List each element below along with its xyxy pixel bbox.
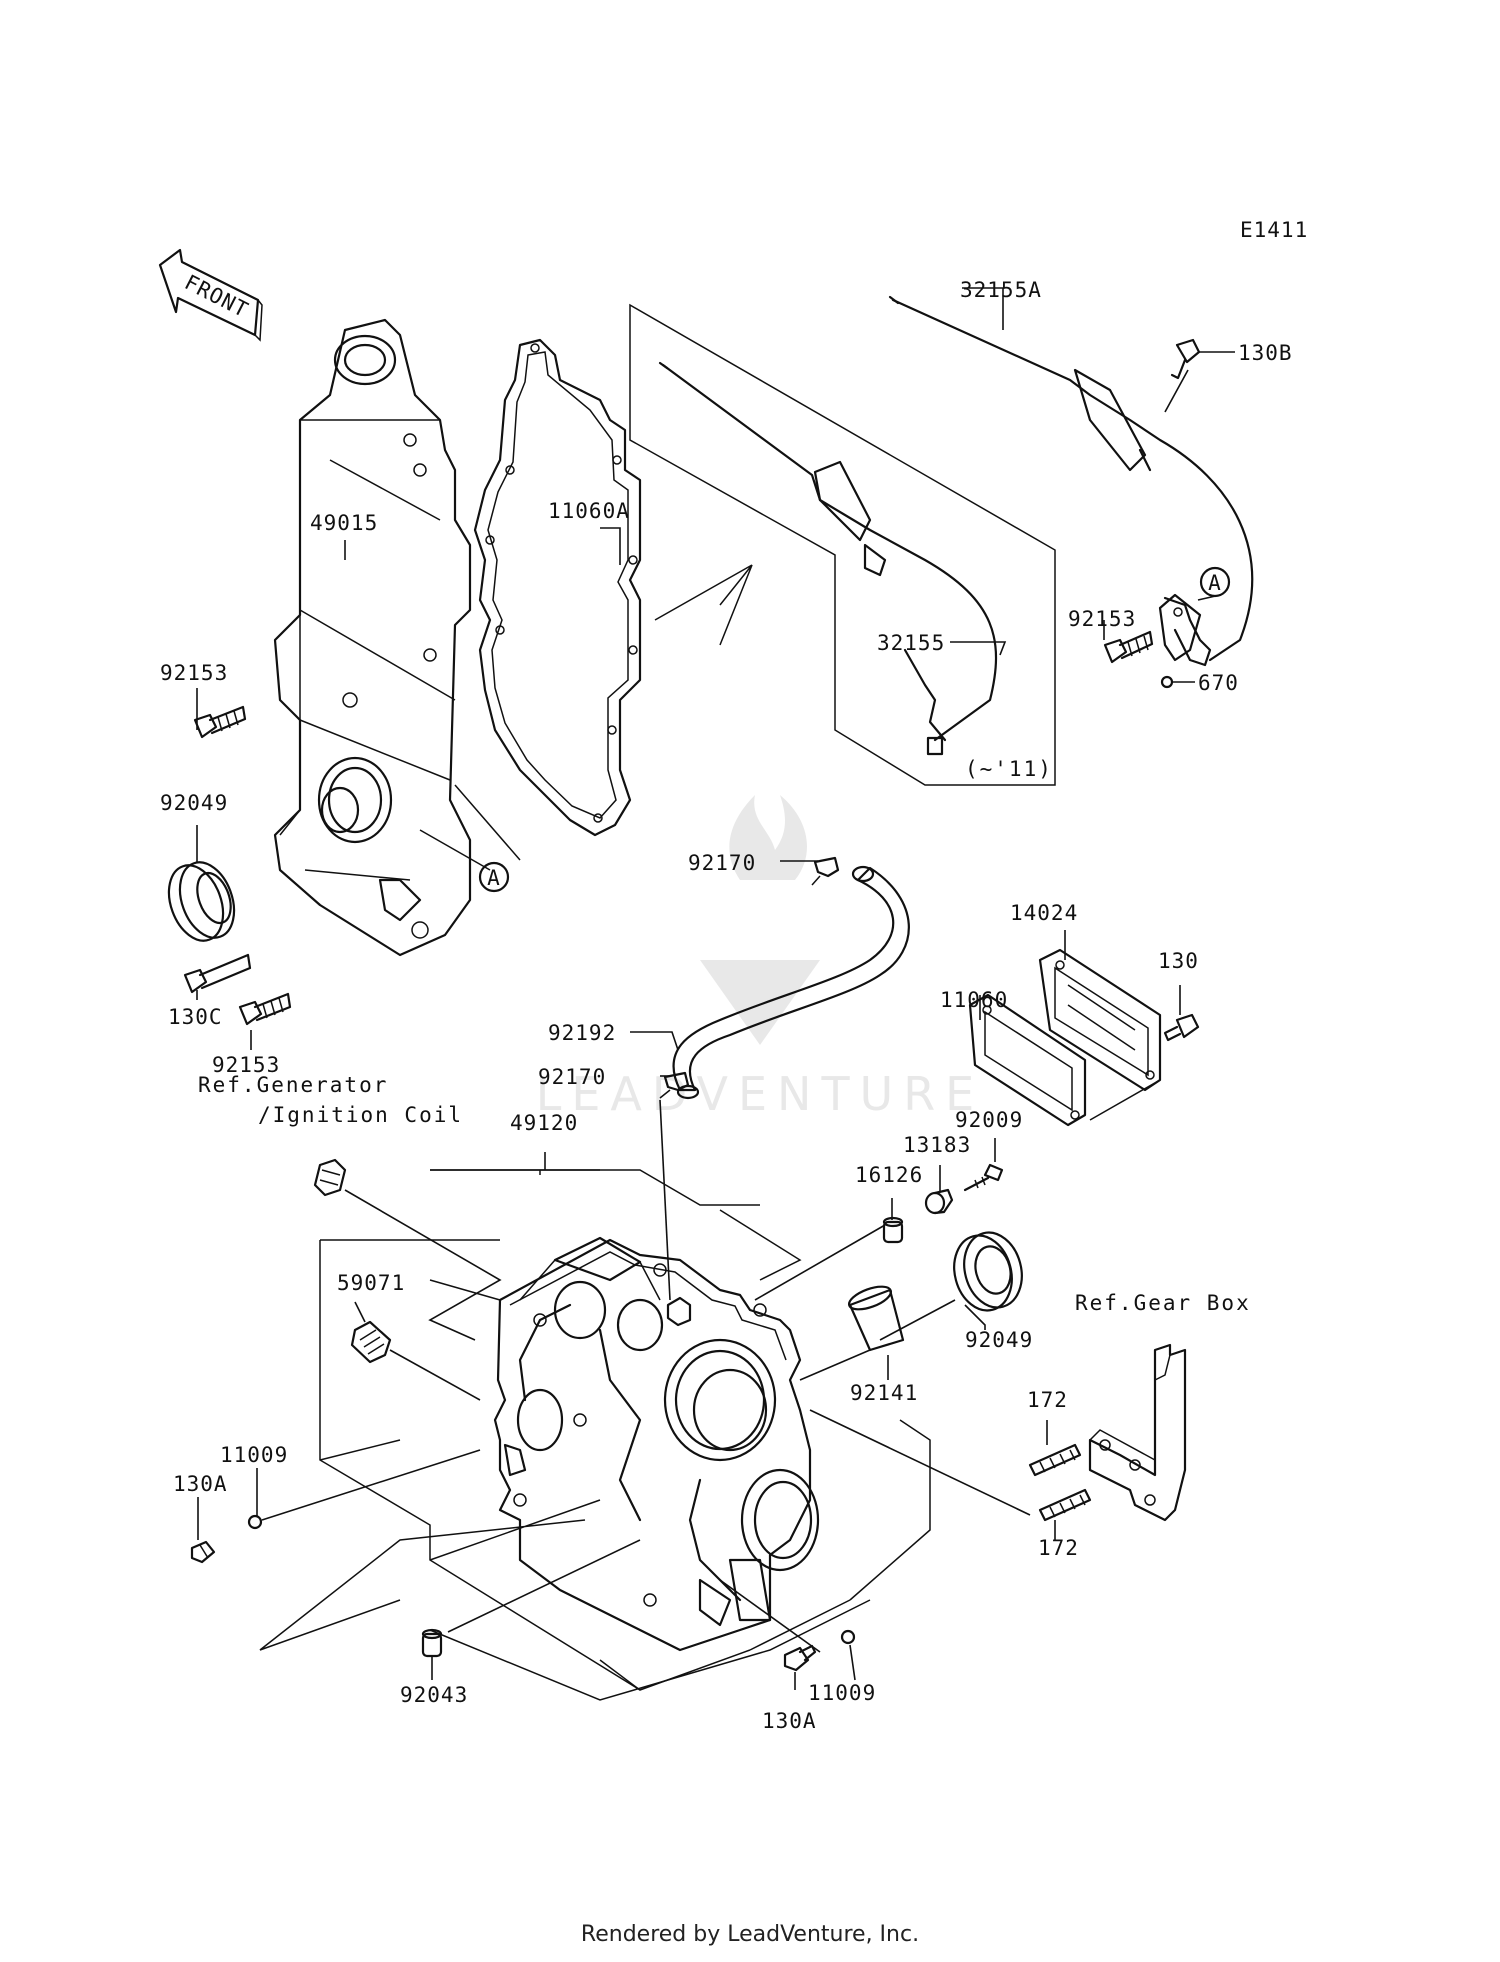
gasket-11060 <box>968 993 1087 1127</box>
part-11009-left[interactable]: 11009 <box>220 1443 288 1467</box>
clip-92170-top-icon <box>811 856 840 886</box>
bolt-92153-left-icon <box>193 705 247 739</box>
part-92141[interactable]: 92141 <box>850 1381 918 1405</box>
oil-seal-92049-right-icon <box>953 1231 1023 1312</box>
cover-49015 <box>273 318 472 957</box>
part-172-bottom[interactable]: 172 <box>1038 1536 1079 1560</box>
part-130B[interactable]: 130B <box>1238 341 1293 365</box>
part-14024[interactable]: 14024 <box>1010 901 1078 925</box>
front-label: FRONT <box>181 270 253 322</box>
svg-text:A: A <box>487 866 501 890</box>
cover-plate-14024 <box>1038 948 1162 1092</box>
washer-11009-left-icon <box>247 1514 263 1530</box>
footer-credit: Rendered by LeadVenture, Inc. <box>580 1922 920 1947</box>
o-ring-670-icon <box>1160 675 1174 689</box>
plug-59071-icon <box>350 1320 392 1364</box>
dipstick-32155A <box>888 295 1254 667</box>
ref-generator-line2[interactable]: /Ignition Coil <box>258 1103 463 1127</box>
pin-13183-icon <box>924 1188 954 1215</box>
stud-172-bottom-icon <box>1038 1488 1092 1522</box>
leader-lines <box>196 287 1235 1690</box>
callout-a-top: A <box>1199 566 1231 598</box>
watermark-text: LEADVENTURE <box>536 1067 985 1121</box>
part-49015[interactable]: 49015 <box>310 511 378 535</box>
part-92009[interactable]: 92009 <box>955 1108 1023 1132</box>
sensor-ref-generator-icon <box>313 1158 347 1197</box>
svg-text:A: A <box>1208 571 1222 595</box>
part-59071[interactable]: 59071 <box>337 1271 405 1295</box>
ref-generator-line1[interactable]: Ref.Generator <box>198 1073 388 1097</box>
screw-92009-icon <box>963 1163 1004 1192</box>
bolt-130-icon <box>1163 1013 1200 1042</box>
ref-gear-box[interactable]: Ref.Gear Box <box>1075 1291 1251 1315</box>
clip-92170-mid-icon <box>659 1071 690 1099</box>
year-note: (~'11) <box>965 757 1053 781</box>
part-49120[interactable]: 49120 <box>510 1111 578 1135</box>
diagram-code: E1411 <box>1240 218 1308 242</box>
part-11009-bottom[interactable]: 11009 <box>808 1681 876 1705</box>
part-32155A[interactable]: 32155A <box>960 278 1042 302</box>
cover-49015-edge <box>279 420 301 836</box>
part-130A-left[interactable]: 130A <box>173 1472 228 1496</box>
bolt-130B-icon <box>1170 338 1201 380</box>
bushing-92141-icon <box>847 1285 905 1352</box>
dowel-16126-icon <box>882 1216 904 1244</box>
part-670[interactable]: 670 <box>1198 671 1239 695</box>
part-92192[interactable]: 92192 <box>548 1021 616 1045</box>
part-92043[interactable]: 92043 <box>400 1683 468 1707</box>
bolt-92153-bottom-icon <box>238 992 292 1026</box>
bolt-130A-bottom-icon <box>783 1644 817 1672</box>
callout-a-left: A <box>478 861 510 893</box>
part-16126[interactable]: 16126 <box>855 1163 923 1187</box>
part-92153-left[interactable]: 92153 <box>160 661 228 685</box>
part-13183[interactable]: 13183 <box>903 1133 971 1157</box>
crankcase-49120-box <box>429 1169 600 1301</box>
part-92170-mid[interactable]: 92170 <box>538 1065 606 1089</box>
pin-92043-icon <box>421 1628 443 1658</box>
part-130C[interactable]: 130C <box>168 1005 223 1029</box>
crankcase-49120 <box>319 1169 931 1691</box>
gasket-11060A <box>473 338 642 837</box>
front-arrow-icon: FRONT <box>158 248 263 342</box>
bolt-130A-left-icon <box>190 1540 216 1564</box>
dipstick-32155-group <box>629 303 1056 786</box>
stud-172-top-icon <box>1028 1443 1082 1477</box>
part-11060A[interactable]: 11060A <box>548 499 630 523</box>
oil-seal-92049-left-icon <box>167 861 236 942</box>
part-92049-left[interactable]: 92049 <box>160 791 228 815</box>
part-172-top[interactable]: 172 <box>1027 1388 1068 1412</box>
part-92170-top[interactable]: 92170 <box>688 851 756 875</box>
bolt-92153-right-icon <box>1103 630 1154 664</box>
watermark: LEADVENTURE <box>536 795 985 1121</box>
part-11060[interactable]: 11060 <box>940 988 1008 1012</box>
part-130A-bottom[interactable]: 130A <box>762 1709 817 1733</box>
part-92049-right[interactable]: 92049 <box>965 1328 1033 1352</box>
part-130[interactable]: 130 <box>1158 949 1199 973</box>
part-92153-bottom[interactable]: 92153 <box>212 1053 280 1077</box>
part-92153-right[interactable]: 92153 <box>1068 607 1136 631</box>
clamp-A-icon <box>1158 593 1202 662</box>
part-32155[interactable]: 32155 <box>877 631 945 655</box>
bracket-ref-gear-box <box>1088 1343 1187 1522</box>
washer-11009-bottom-icon <box>840 1629 856 1645</box>
bolt-130C-icon <box>183 953 252 994</box>
